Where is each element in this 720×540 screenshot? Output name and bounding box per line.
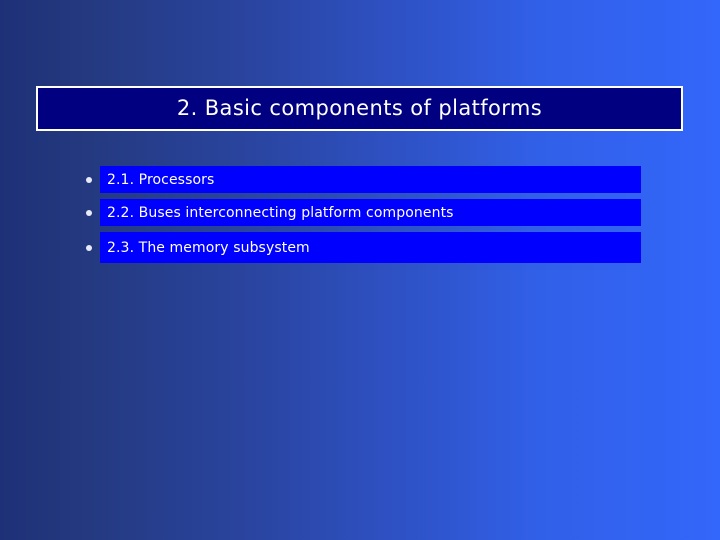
slide-title: 2. Basic components of platforms [176, 96, 543, 120]
bullet-item-label: 2.1. Processors [107, 171, 215, 188]
bullet-dot-icon [86, 209, 92, 216]
bullet-list: 2.1. Processors 2.2. Buses interconnecti… [0, 166, 720, 269]
slide-title-box: 2. Basic components of platforms [36, 86, 683, 131]
bullet-dot-icon [86, 244, 92, 251]
bullet-item-label: 2.2. Buses interconnecting platform comp… [107, 204, 454, 221]
bullet-band: 2.1. Processors [100, 166, 641, 193]
bullet-item-label: 2.3. The memory subsystem [107, 239, 310, 256]
bullet-band: 2.2. Buses interconnecting platform comp… [100, 199, 641, 226]
list-item[interactable]: 2.3. The memory subsystem [0, 232, 720, 263]
bullet-band: 2.3. The memory subsystem [100, 232, 641, 263]
list-item[interactable]: 2.1. Processors [0, 166, 720, 193]
list-item[interactable]: 2.2. Buses interconnecting platform comp… [0, 199, 720, 226]
bullet-dot-icon [86, 176, 92, 183]
